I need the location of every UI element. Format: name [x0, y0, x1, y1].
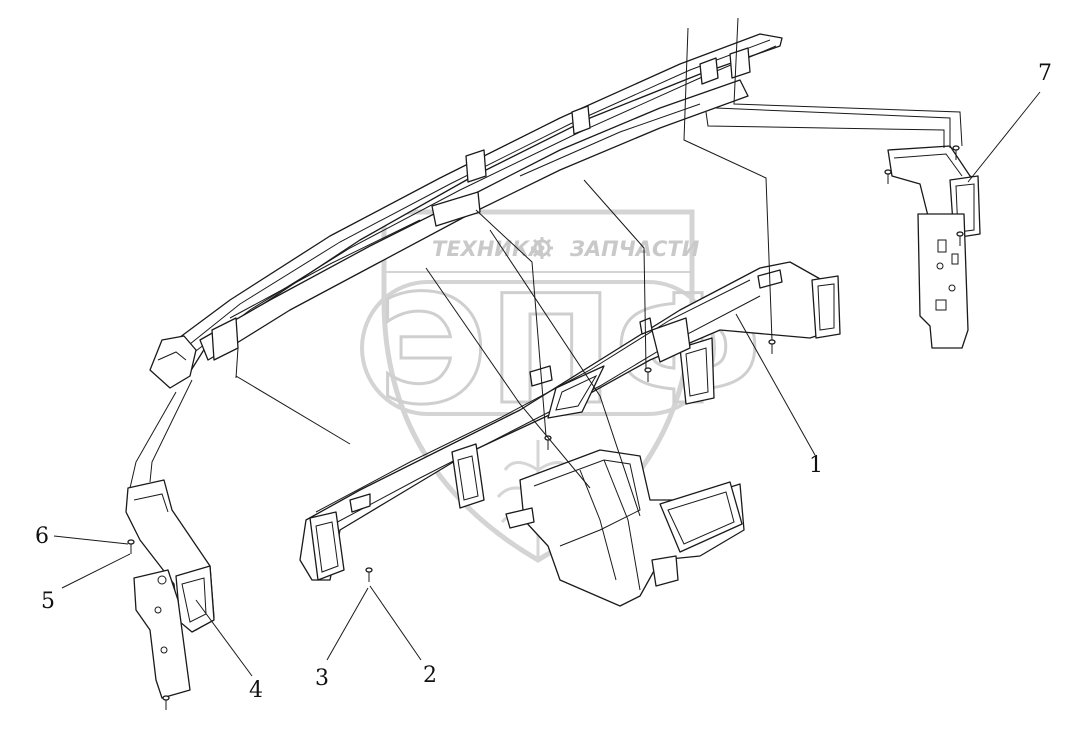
right-side-duct [887, 145, 981, 349]
screw-icon [162, 695, 170, 710]
gear-icon [531, 237, 553, 259]
screw-icon [644, 367, 652, 382]
callout-5: 5 [41, 589, 55, 614]
center-air-duct [299, 261, 841, 581]
assembly-lines [129, 17, 963, 517]
watermark-top-text: ТЕХНИКА [432, 237, 545, 261]
screw-icon [127, 539, 135, 554]
screw-icon [365, 567, 373, 582]
callout-4: 4 [249, 678, 263, 703]
screw-icon [884, 169, 892, 184]
callout-2: 2 [423, 663, 437, 688]
dashboard-frame [149, 33, 783, 389]
screw-icon [956, 231, 964, 246]
callouts: 1 2 3 4 5 6 7 [35, 61, 1052, 703]
watermark-right-text: ЗАПЧАСТИ [569, 237, 700, 261]
screw-icon [768, 339, 776, 354]
screws [127, 145, 964, 710]
callout-1: 1 [809, 453, 823, 478]
left-side-duct [125, 479, 215, 699]
callout-leaders [53, 91, 1041, 677]
callout-7: 7 [1038, 61, 1052, 86]
callout-3: 3 [315, 666, 329, 691]
callout-6: 6 [35, 524, 49, 549]
screw-icon [952, 145, 960, 160]
lower-duct-housing [505, 449, 745, 607]
